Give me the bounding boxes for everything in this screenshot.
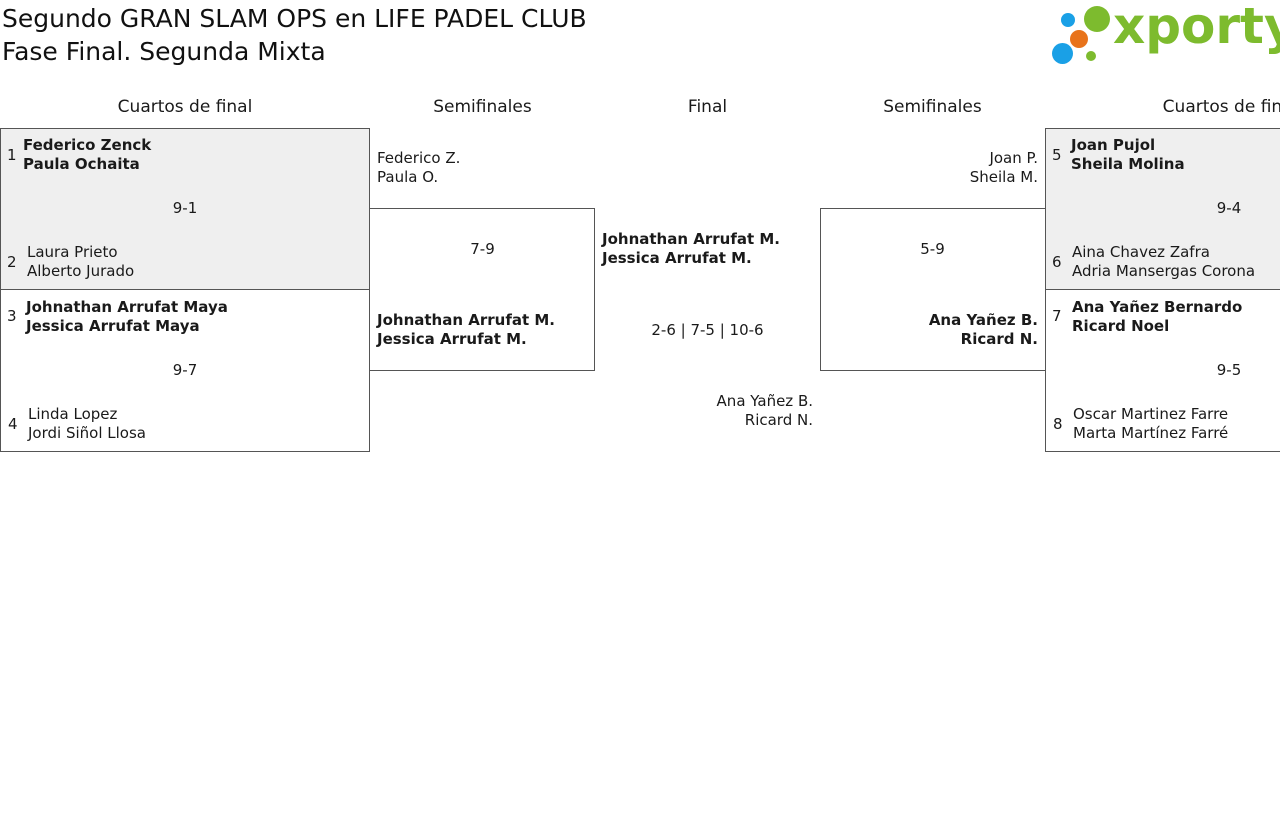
- logo-text: xporty: [1113, 0, 1280, 55]
- player-name: Sheila M.: [969, 168, 1038, 186]
- column-header-right-semis: Semifinales: [883, 97, 982, 117]
- column-header-left-quarters: Cuartos de final: [117, 97, 253, 117]
- match-score: 9-5: [1216, 361, 1242, 379]
- team-loser[interactable]: Laura Prieto Alberto Jurado: [27, 243, 134, 281]
- match-score: 9-4: [1216, 199, 1242, 217]
- player-name: Federico Z.: [377, 149, 461, 167]
- player-name: Adria Mansergas Corona: [1072, 262, 1256, 280]
- seed-number: 2: [7, 253, 17, 271]
- player-name: Paula O.: [377, 168, 439, 186]
- seed-number: 4: [8, 415, 18, 433]
- logo-dot-orange-icon: [1070, 30, 1088, 48]
- player-name: Ana Yañez B.: [928, 311, 1038, 329]
- xporty-logo[interactable]: xporty: [1050, 0, 1280, 67]
- player-name: Jessica Arrufat Maya: [26, 317, 200, 335]
- seed-number: 1: [7, 146, 17, 164]
- player-name: Aina Chavez Zafra: [1072, 243, 1210, 261]
- match-score: 9-7: [172, 361, 198, 379]
- semi-match-left[interactable]: [369, 208, 595, 371]
- player-name: Jessica Arrufat M.: [377, 330, 527, 348]
- seed-number: 7: [1052, 307, 1062, 325]
- player-name: Paula Ochaita: [23, 155, 140, 173]
- team-runner-up[interactable]: Ana Yañez B. Ricard N.: [595, 392, 813, 430]
- player-name: Johnathan Arrufat M.: [377, 311, 555, 329]
- team-loser[interactable]: Federico Z. Paula O.: [377, 149, 460, 187]
- player-name: Laura Prieto: [27, 243, 118, 261]
- team-loser[interactable]: Joan P. Sheila M.: [820, 149, 1038, 187]
- player-name: Ana Yañez B.: [716, 392, 813, 410]
- player-name: Ricard N.: [744, 411, 813, 429]
- column-header-final: Final: [687, 97, 728, 117]
- logo-dot-green-icon: [1084, 6, 1110, 32]
- page-title: Segundo GRAN SLAM OPS en LIFE PADEL CLUB: [2, 4, 587, 33]
- player-name: Joan Pujol: [1071, 136, 1156, 154]
- player-name: Marta Martínez Farré: [1073, 424, 1229, 442]
- team-winner[interactable]: Joan Pujol Sheila Molina: [1071, 136, 1185, 174]
- team-winner[interactable]: Ana Yañez B. Ricard N.: [820, 311, 1038, 349]
- quarter-match-4[interactable]: [1045, 289, 1280, 452]
- final-score: 2-6 | 7-5 | 10-6: [651, 321, 764, 339]
- player-name: Ana Yañez Bernardo: [1072, 298, 1243, 316]
- seed-number: 8: [1053, 415, 1063, 433]
- player-name: Sheila Molina: [1071, 155, 1185, 173]
- player-name: Johnathan Arrufat M.: [602, 230, 780, 248]
- logo-dot-blue-icon: [1061, 13, 1075, 27]
- page-subtitle: Fase Final. Segunda Mixta: [2, 37, 326, 66]
- team-champion[interactable]: Johnathan Arrufat M. Jessica Arrufat M.: [602, 230, 780, 268]
- player-name: Federico Zenck: [23, 136, 152, 154]
- player-name: Jessica Arrufat M.: [602, 249, 752, 267]
- seed-number: 3: [7, 307, 17, 325]
- player-name: Linda Lopez: [28, 405, 118, 423]
- player-name: Ricard N.: [960, 330, 1038, 348]
- team-winner[interactable]: Johnathan Arrufat M. Jessica Arrufat M.: [377, 311, 555, 349]
- player-name: Jordi Siñol Llosa: [28, 424, 146, 442]
- quarter-match-1[interactable]: [0, 128, 370, 290]
- team-winner[interactable]: Johnathan Arrufat Maya Jessica Arrufat M…: [26, 298, 228, 336]
- team-winner[interactable]: Federico Zenck Paula Ochaita: [23, 136, 151, 174]
- column-header-left-semis: Semifinales: [433, 97, 532, 117]
- logo-dot-green-small-icon: [1086, 51, 1096, 61]
- match-score: 5-9: [920, 240, 945, 258]
- match-score: 7-9: [470, 240, 495, 258]
- seed-number: 5: [1052, 146, 1062, 164]
- column-header-right-quarters: Cuartos de final: [1162, 97, 1280, 117]
- team-loser[interactable]: Oscar Martinez Farre Marta Martínez Farr…: [1073, 405, 1228, 443]
- player-name: Joan P.: [989, 149, 1038, 167]
- player-name: Johnathan Arrufat Maya: [26, 298, 228, 316]
- player-name: Ricard Noel: [1072, 317, 1170, 335]
- match-score: 9-1: [172, 199, 198, 217]
- seed-number: 6: [1052, 253, 1062, 271]
- team-loser[interactable]: Linda Lopez Jordi Siñol Llosa: [28, 405, 146, 443]
- team-loser[interactable]: Aina Chavez Zafra Adria Mansergas Corona: [1072, 243, 1255, 281]
- player-name: Alberto Jurado: [27, 262, 135, 280]
- semi-match-right[interactable]: [820, 208, 1046, 371]
- logo-dot-blue-large-icon: [1052, 43, 1073, 64]
- player-name: Oscar Martinez Farre: [1073, 405, 1229, 423]
- team-winner[interactable]: Ana Yañez Bernardo Ricard Noel: [1072, 298, 1242, 336]
